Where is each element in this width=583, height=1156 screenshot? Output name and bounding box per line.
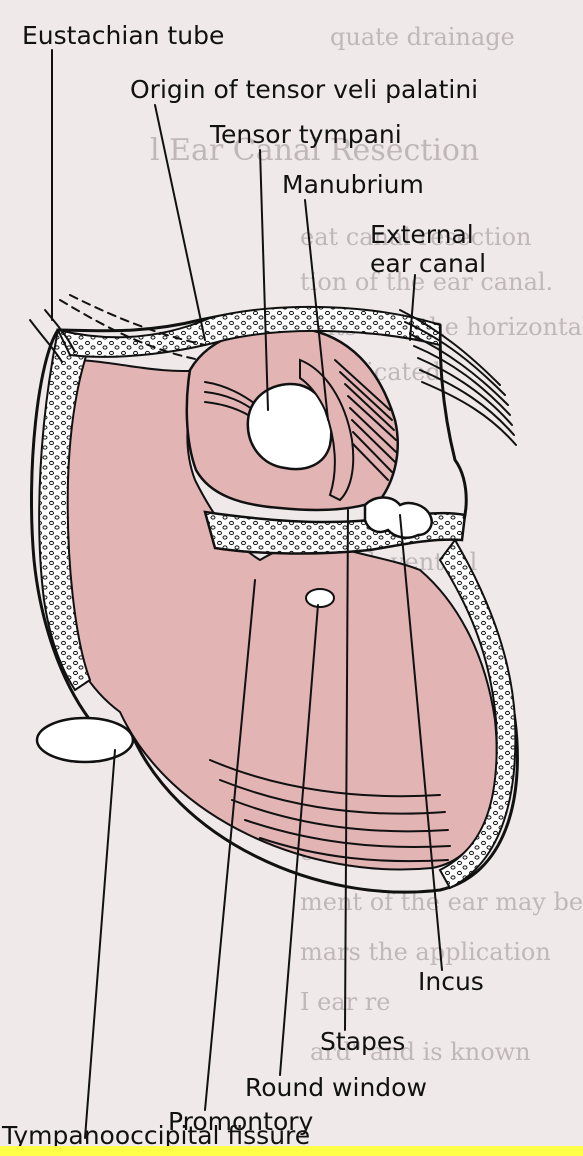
tympanooccipital-fissure-shape (37, 718, 133, 762)
label-manubrium: Manubrium (282, 170, 424, 199)
label-eustachian-tube: Eustachian tube (22, 21, 224, 50)
label-external-line1: External (370, 220, 474, 249)
svg-text:quate drainage: quate drainage (330, 23, 515, 51)
label-origin-tensor-veli-palatini: Origin of tensor veli palatini (130, 75, 478, 104)
svg-text:ment of the ear may be necessa: ment of the ear may be necessary (300, 888, 583, 916)
label-round-window: Round window (245, 1073, 427, 1102)
round-window-shape (306, 589, 334, 607)
label-external-line2: ear canal (370, 249, 486, 278)
label-tensor-tympani: Tensor tympani (209, 120, 402, 149)
svg-text:mars the application: mars the application (300, 938, 551, 966)
label-stapes: Stapes (320, 1027, 405, 1056)
label-incus: Incus (418, 967, 484, 996)
highlight-bar (0, 1146, 583, 1156)
